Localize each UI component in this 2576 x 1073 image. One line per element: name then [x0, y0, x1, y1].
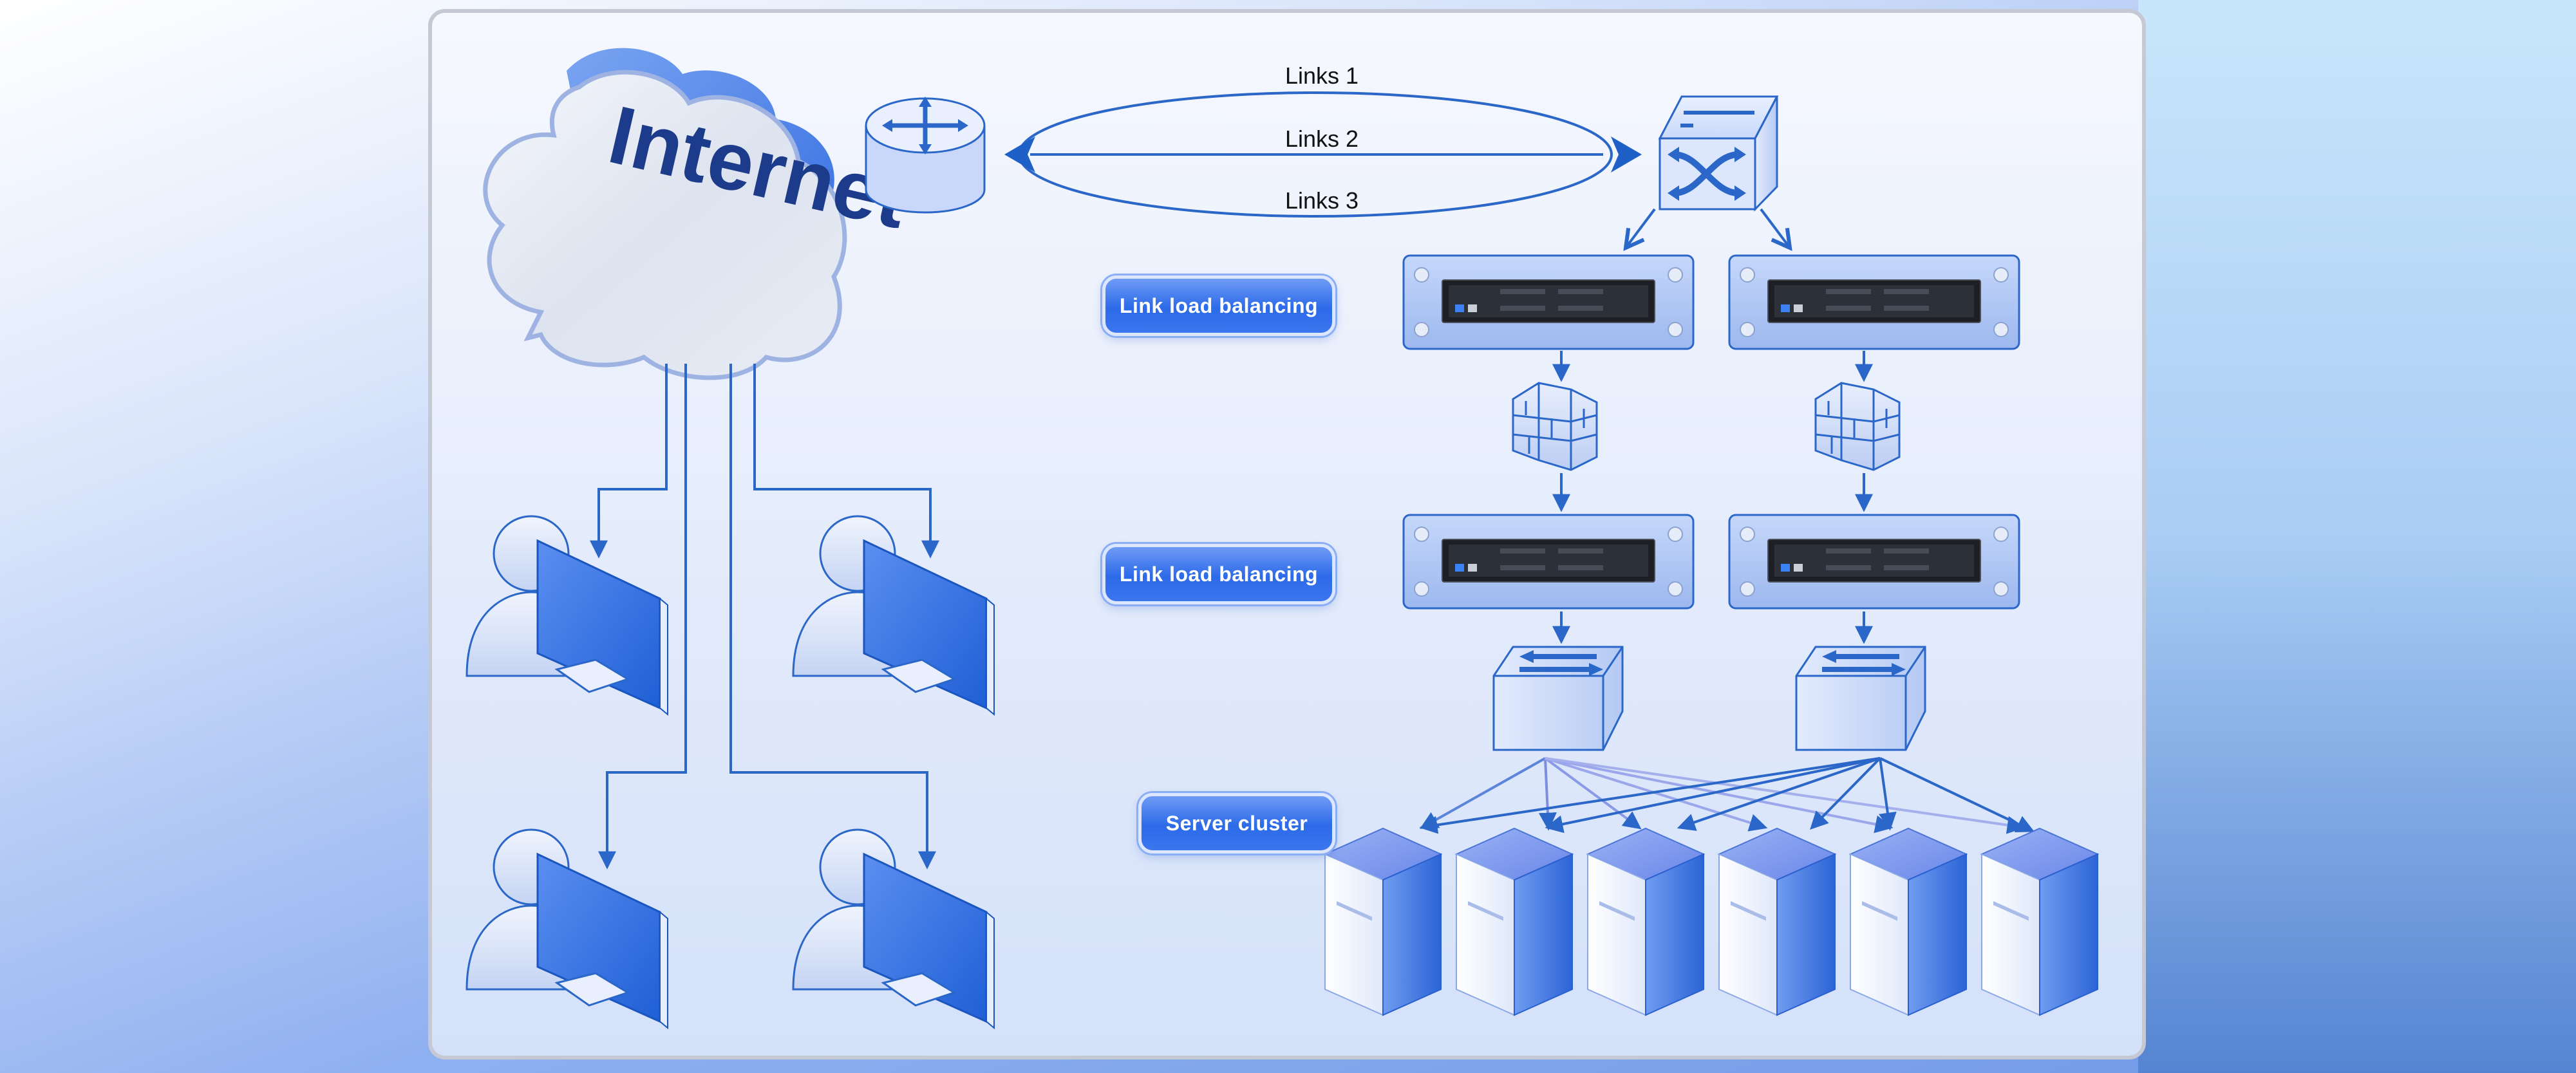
user-computer-icon-3: [465, 828, 669, 1029]
switch-icon-1: [1492, 646, 1624, 751]
user-computer-icon-1: [465, 515, 669, 716]
user-computer-icon-4: [792, 828, 995, 1029]
server-cluster-label-text: Server cluster: [1165, 811, 1308, 835]
user-computer-icon-2: [792, 515, 995, 716]
link-label-2: Links 2: [1285, 126, 1359, 152]
server-icon-1: [1324, 828, 1442, 1016]
router-icon: [865, 97, 986, 214]
server-icon-2: [1456, 828, 1573, 1016]
links-group: Links 1 Links 2 Links 3: [1004, 62, 1642, 218]
switch-icon-2: [1795, 646, 1926, 751]
load-balancer-icon-1: [1402, 254, 1695, 350]
lb-label-top: Link load balancing: [1102, 275, 1335, 336]
server-icon-4: [1718, 828, 1836, 1016]
server-cluster: [1324, 828, 2098, 1016]
load-balancer-icon-2: [1728, 254, 2020, 350]
load-balancer-icon-3: [1402, 514, 1695, 610]
core-switch-icon: [1658, 95, 1779, 212]
server-icon-6: [1981, 828, 2098, 1016]
lb-label-top-text: Link load balancing: [1119, 294, 1319, 317]
lb-label-bottom-text: Link load balancing: [1119, 562, 1319, 586]
server-cluster-label: Server cluster: [1138, 793, 1335, 854]
arrow-left-icon: [1004, 136, 1035, 173]
firewall-icon-1: [1512, 382, 1598, 471]
client-lines: [590, 364, 939, 870]
server-icon-3: [1587, 828, 1704, 1016]
arrow-right-icon: [1611, 136, 1642, 173]
server-icon-5: [1850, 828, 1967, 1016]
firewall-icon-2: [1814, 382, 1901, 471]
internet-cloud: Internet: [483, 48, 916, 380]
background-gradient-right: [2138, 0, 2576, 1073]
server-links: [1419, 757, 2035, 834]
lb-label-bottom: Link load balancing: [1102, 544, 1335, 604]
link-label-1: Links 1: [1285, 62, 1359, 89]
link-label-3: Links 3: [1285, 187, 1359, 214]
load-balancer-icon-4: [1728, 514, 2020, 610]
